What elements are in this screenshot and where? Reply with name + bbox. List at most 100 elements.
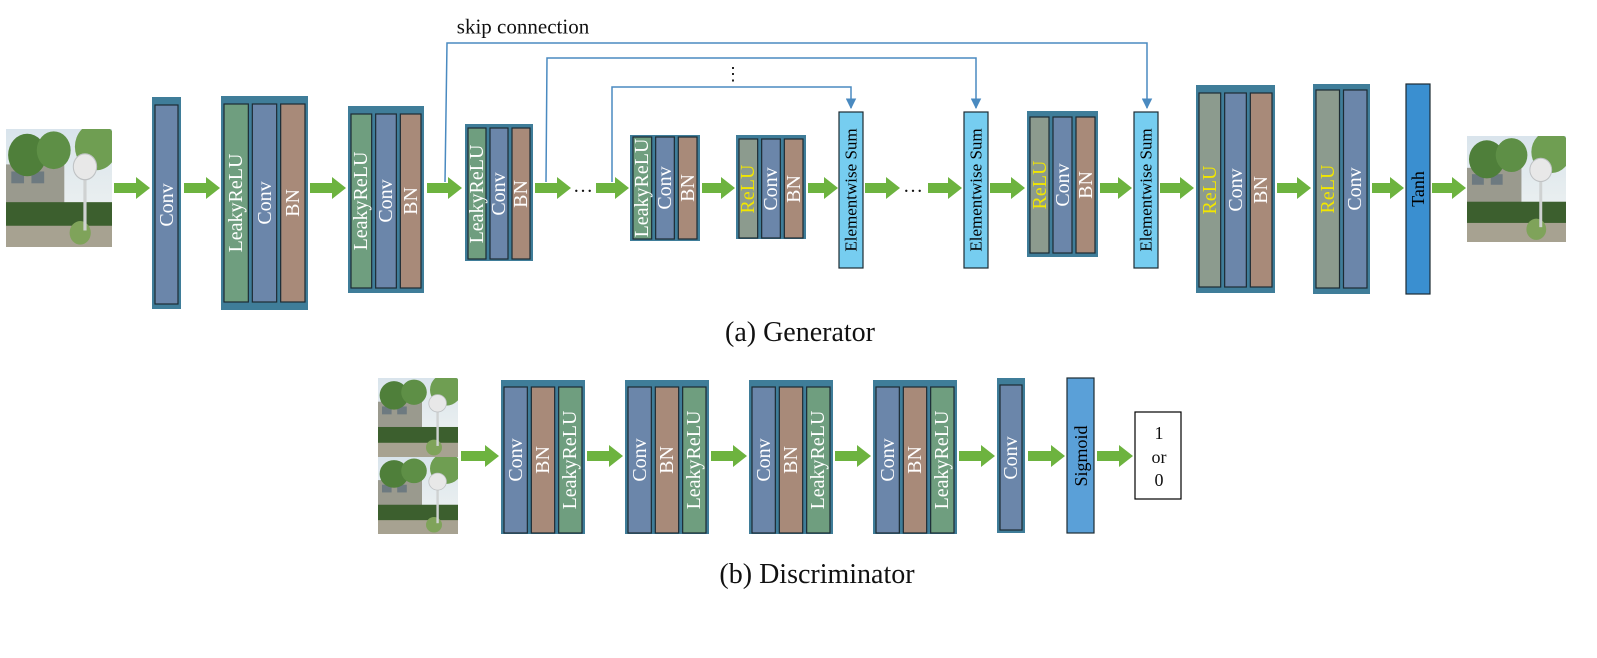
- generator-block-relu-conv-relu-label: ReLU: [1316, 164, 1339, 214]
- discriminator-block-conv-bn-leaky-4-conv-layer: [875, 386, 900, 534]
- generator-block-leaky-conv-bn-3-conv-layer: [489, 127, 509, 260]
- generator-block-leaky-conv-bn-3-bn-label: BN: [510, 179, 532, 208]
- generator-block-relu-conv-bn-3-conv-label: Conv: [1224, 168, 1247, 212]
- discriminator-block-conv-bn-leaky-3-conv-layer: [751, 386, 776, 534]
- generator-block-leaky-conv-bn-1-conv-label: Conv: [253, 181, 276, 225]
- discriminator-block-conv-bn-leaky-3-leaky-label: LeakyReLU: [807, 410, 830, 510]
- generator-flow-arrow-5: [535, 177, 571, 199]
- generator-elementwise-sum-2-elementwise-layer: [963, 111, 989, 269]
- generator-flow-arrow-10: [928, 177, 962, 199]
- generator-flow-arrow-12: [1100, 177, 1132, 199]
- generator-block-relu-conv-relu-layer: [1315, 89, 1341, 289]
- discriminator-flow-arrow-7: [1097, 445, 1133, 467]
- skip-connection-middle: [545, 57, 982, 183]
- decision-value-or: or: [1151, 447, 1167, 467]
- skip-connection-label: skip connection: [456, 14, 590, 39]
- generator-block-leaky-conv-bn-1-leaky-label: LeakyReLU: [225, 153, 248, 253]
- discriminator-block-conv-bn-leaky-2-conv-layer: [627, 386, 652, 534]
- discriminator-flow-arrow-2: [587, 445, 623, 467]
- generator-block-relu-conv-bn-1-relu-label: ReLU: [737, 164, 760, 213]
- generator-block-leaky-conv-bn-4-leaky-label: LeakyReLU: [631, 138, 654, 238]
- generator-block-relu-conv-bn-2-bn-label: BN: [1074, 171, 1097, 199]
- generator-flow-arrow-2: [184, 177, 220, 199]
- generator-block-leaky-conv-bn-3-bn-layer: [511, 127, 531, 260]
- discriminator-block-conv-bn-leaky-1-leaky-layer: [558, 386, 583, 534]
- skip-vertical-ellipsis: ⋮: [724, 64, 742, 84]
- generator-block-relu-conv-bn-3-conv-layer: [1224, 92, 1247, 288]
- generator-block-relu-conv-bn-3-relu-label: ReLU: [1198, 165, 1221, 215]
- generator-elementwise-sum-2: [963, 111, 989, 269]
- discriminator-block-sigmoid-sigmoid-layer: [1066, 377, 1095, 534]
- discriminator-block-conv-bn-leaky-2-bn-label: BN: [656, 446, 678, 474]
- discriminator-block-conv-bn-leaky-2-conv-label: Conv: [628, 438, 651, 482]
- generator-flow-arrow-13: [1160, 177, 1194, 199]
- discriminator-block-conv-bn-leaky-4-leaky-label: LeakyReLU: [931, 410, 954, 510]
- generator-flow-arrow-4: [427, 177, 462, 199]
- generator-block-relu-conv-bn-2-conv-layer: [1052, 116, 1073, 254]
- generator-flow-arrow-8: [808, 177, 838, 199]
- generator-block-relu-conv-bn-3: [1196, 85, 1275, 293]
- discriminator-block-conv-final-conv-label: Conv: [1000, 435, 1022, 480]
- generator-block-relu-conv-conv-label: Conv: [1344, 167, 1367, 211]
- discriminator-block-conv-bn-leaky-1-bn-layer: [530, 386, 556, 534]
- generator-block-relu-conv-bn-2-bn-layer: [1075, 116, 1096, 254]
- generator-block-relu-conv-bn-1-bn-layer: [783, 138, 804, 239]
- discriminator-block-conv-bn-leaky-3: [749, 380, 833, 534]
- generator-block-leaky-conv-bn-2-conv-layer: [375, 113, 397, 289]
- generator-elementwise-sum-1: [838, 111, 864, 269]
- generator-block-leaky-conv-bn-3-leaky-label: LeakyReLU: [466, 144, 488, 243]
- generator-block-leaky-conv-bn-3-leaky-layer: [467, 127, 487, 260]
- skip-connection-inner: [611, 86, 857, 182]
- skip-connection-outer: [444, 42, 1153, 183]
- discriminator-block-conv-bn-leaky-1-conv-layer: [503, 386, 528, 534]
- discriminator-block-conv-bn-leaky-3-leaky-layer: [806, 386, 831, 534]
- generator-block-leaky-conv-bn-2-bn-label: BN: [399, 187, 422, 215]
- generator-block-relu-conv: [1313, 84, 1370, 294]
- decision-value-0: 0: [1154, 470, 1164, 490]
- decision-output-box: [1134, 411, 1182, 500]
- generator-block-relu-conv-bn-2-relu-layer: [1029, 116, 1050, 254]
- generator-block-relu-conv-bn-1-conv-layer: [761, 138, 781, 239]
- generator-block-relu-conv-bn-3-bn-label: BN: [1250, 176, 1273, 204]
- generator-block-relu-conv-bn-3-relu-layer: [1198, 92, 1222, 288]
- generator-flow-arrow-15: [1372, 177, 1404, 199]
- generator-block-conv-1-conv-layer: [154, 104, 179, 305]
- discriminator-block-conv-bn-leaky-4-leaky-layer: [930, 386, 955, 534]
- discriminator-block-conv-bn-leaky-1-bn-label: BN: [532, 446, 554, 474]
- discriminator-block-conv-final: [997, 378, 1025, 533]
- discriminator-block-conv-bn-leaky-4: [873, 380, 957, 534]
- generator-block-relu-conv-bn-3-bn-layer: [1249, 92, 1273, 288]
- generator-block-tanh: [1405, 83, 1431, 295]
- generator-flow-arrow-1: [114, 177, 150, 199]
- generator-block-leaky-conv-bn-1-leaky-layer: [223, 103, 249, 303]
- generator-block-conv-1: [152, 97, 181, 309]
- generator-elementwise-sum-1-elementwise-layer: [838, 111, 864, 269]
- discriminator-caption: (b) Discriminator: [719, 559, 915, 590]
- generator-block-tanh-tanh-layer: [1405, 83, 1431, 295]
- discriminator-block-sigmoid: [1066, 377, 1095, 534]
- generator-block-leaky-conv-bn-2-leaky-layer: [350, 113, 373, 289]
- ellipsis-1: …: [573, 175, 593, 197]
- generator-block-leaky-conv-bn-1-bn-layer: [280, 103, 306, 303]
- generator-flow-arrow-11: [990, 177, 1025, 199]
- generator-block-leaky-conv-bn-4-bn-layer: [677, 136, 698, 240]
- discriminator-block-conv-bn-leaky-2-leaky-layer: [682, 386, 707, 534]
- generator-flow-arrow-7: [702, 177, 735, 199]
- generator-block-leaky-conv-bn-3: [465, 124, 533, 261]
- generator-block-leaky-conv-bn-2-bn-layer: [399, 113, 422, 289]
- generator-flow-arrow-6: [596, 177, 629, 199]
- discriminator-block-sigmoid-sigmoid-label: Sigmoid: [1070, 424, 1091, 487]
- generator-block-relu-conv-bn-1-relu-layer: [738, 138, 759, 239]
- discriminator-block-conv-final-conv-layer: [999, 384, 1023, 531]
- discriminator-flow-arrow-6: [1028, 445, 1065, 467]
- skip-connections: [444, 42, 1153, 183]
- generator-block-leaky-conv-bn-4-conv-layer: [655, 136, 675, 240]
- generator-block-tanh-tanh-label: Tanh: [1408, 171, 1428, 207]
- discriminator-block-conv-bn-leaky-1-leaky-label: LeakyReLU: [559, 410, 582, 510]
- generator-block-relu-conv-bn-2-conv-label: Conv: [1051, 163, 1074, 207]
- generator-block-relu-conv-bn-2: [1027, 111, 1098, 257]
- generator-flow-arrow-9: [865, 177, 900, 199]
- discriminator-block-conv-bn-leaky-2-leaky-label: LeakyReLU: [683, 410, 706, 510]
